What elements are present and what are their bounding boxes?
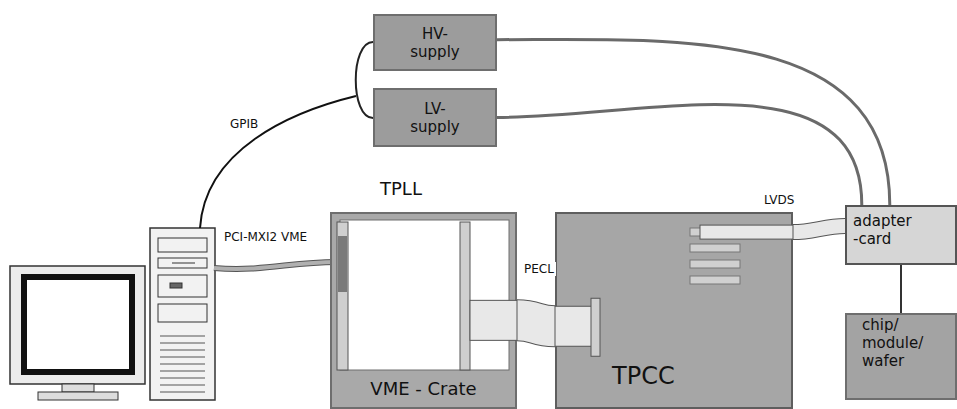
wire-line bbox=[900, 265, 902, 313]
ribbon-cable bbox=[555, 306, 595, 346]
ribbon-body bbox=[517, 320, 555, 326]
ribbon-cable bbox=[700, 225, 793, 239]
monitor-illustration bbox=[10, 266, 145, 400]
gpib-cable bbox=[200, 96, 356, 228]
device-box: chip/ module/ wafer bbox=[845, 313, 957, 400]
crate-bay bbox=[340, 220, 509, 370]
card-connector bbox=[338, 236, 347, 292]
device-label: chip/ module/ wafer bbox=[862, 316, 932, 370]
connector-socket bbox=[690, 244, 740, 252]
cable-line bbox=[497, 39, 890, 205]
tower-illustration bbox=[150, 228, 215, 400]
vme-crate: TPLLVME - Crate bbox=[330, 212, 517, 409]
ribbon-outline bbox=[793, 226, 845, 232]
connector-socket bbox=[591, 298, 600, 356]
crate-housing bbox=[331, 213, 516, 408]
card-label: adapter -card bbox=[853, 212, 919, 248]
box-label: HV- supply bbox=[406, 25, 464, 61]
device-box-outline bbox=[846, 314, 956, 399]
connector-socket bbox=[690, 260, 740, 268]
supply-box: HV- supply bbox=[373, 14, 497, 71]
pci-cable bbox=[214, 262, 336, 269]
supply-box-outline bbox=[374, 15, 496, 70]
supply-bracket bbox=[356, 42, 373, 118]
supply-box: LV- supply bbox=[373, 88, 497, 147]
supply-box-outline bbox=[374, 89, 496, 146]
board-label: TPCC bbox=[612, 362, 675, 391]
vme-card bbox=[337, 222, 348, 370]
bus-label: GPIB bbox=[228, 117, 260, 131]
ribbon-body bbox=[793, 226, 845, 232]
ribbon-cable bbox=[793, 226, 845, 232]
crate-label: VME - Crate bbox=[330, 378, 517, 400]
adapter-card-outline bbox=[846, 206, 956, 264]
signal-label: PECL bbox=[522, 262, 556, 276]
connection-line bbox=[901, 265, 902, 313]
power-cable bbox=[497, 39, 890, 205]
vme-card bbox=[460, 222, 470, 370]
power-cable bbox=[497, 105, 862, 205]
tpcc-board: TPCC bbox=[555, 212, 793, 409]
signal-label: LVDS bbox=[762, 193, 796, 207]
cable-line bbox=[497, 105, 862, 205]
ribbon-outline bbox=[517, 320, 555, 326]
crate-heading: TPLL bbox=[380, 178, 422, 200]
connector-socket bbox=[690, 276, 740, 284]
box-label: LV- supply bbox=[406, 100, 464, 136]
adapter-card: adapter -card bbox=[845, 205, 957, 265]
bus-label: PCI-MXI2 VME bbox=[222, 230, 309, 244]
ribbon-cable bbox=[470, 300, 517, 340]
ribbon-cable bbox=[517, 320, 555, 326]
board-outline bbox=[556, 213, 792, 408]
